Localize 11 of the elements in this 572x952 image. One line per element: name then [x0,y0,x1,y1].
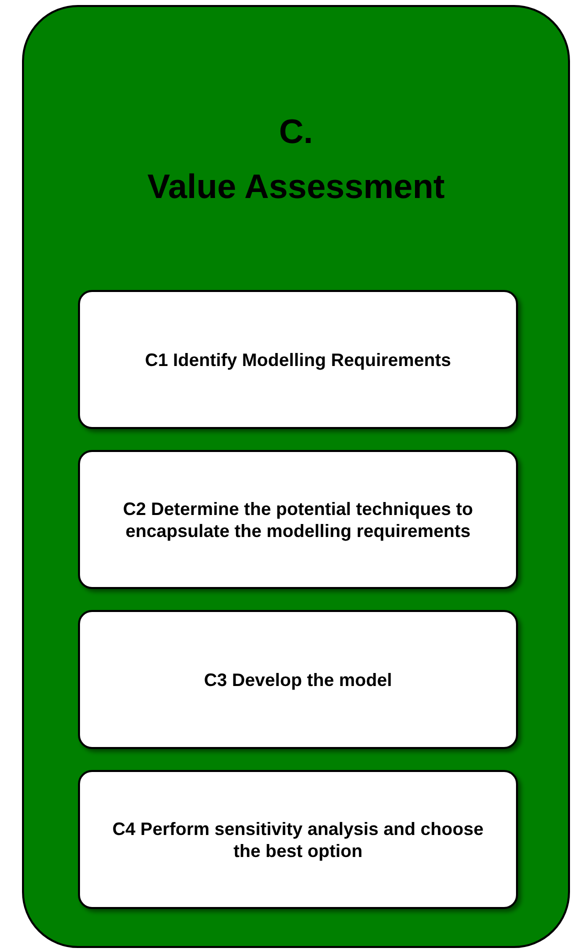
panel-heading: Value Assessment [146,167,446,208]
step-box [78,770,518,909]
step-text: C1 Identify Modelling Requirements [144,348,452,370]
panel-heading-letter: C. [278,112,314,153]
step-text: C4 Perform sensitivity analysis and choose the best option [112,818,484,862]
step-box [78,290,518,429]
group-panel [22,5,570,948]
step-box [78,450,518,589]
step-box [78,610,518,749]
step-text: C2 Determine the potential techniques to encapsulate the modelling requirements [122,498,474,542]
step-text: C3 Develop the model [204,668,392,690]
